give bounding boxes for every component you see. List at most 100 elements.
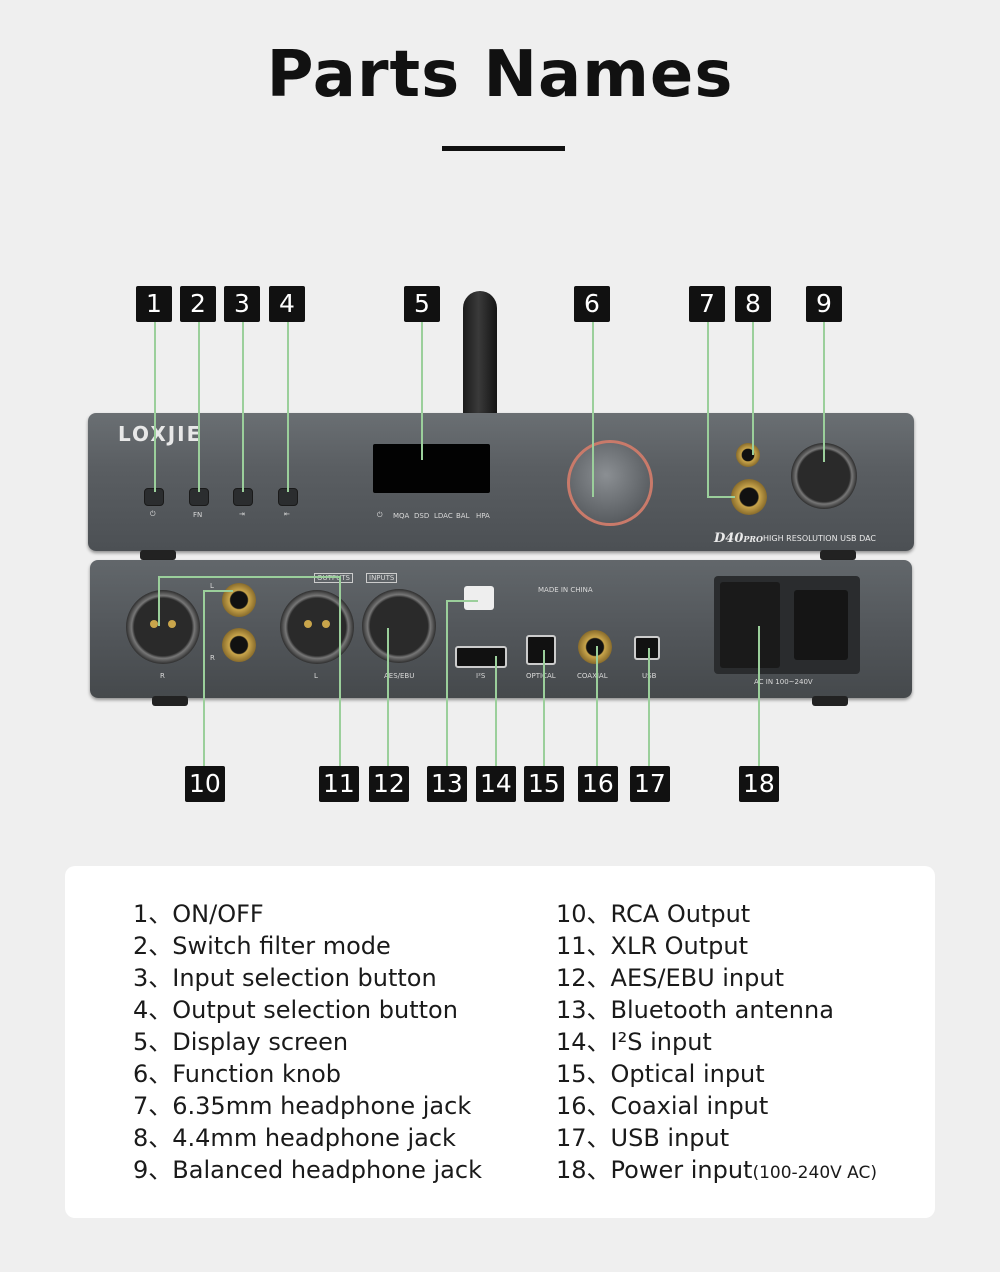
xlr-l-label: L [314, 672, 318, 680]
usb-port [634, 636, 660, 660]
legend-item: 13、Bluetooth antenna [556, 996, 834, 1024]
rca-l-label: L [210, 582, 214, 590]
legend-item: 1、ON/OFF [133, 900, 264, 928]
title-underline [442, 146, 565, 151]
indicator-ldac: LDAC [434, 512, 453, 520]
callout-12: 12 [369, 766, 409, 802]
callout-6: 6 [574, 286, 610, 322]
rca-output-right [222, 628, 256, 662]
indicator-mqa: MQA [393, 512, 410, 520]
callout-14: 14 [476, 766, 516, 802]
legend-item: 6、Function knob [133, 1060, 342, 1088]
legend-item: 14、I²S input [556, 1028, 712, 1056]
indicator-hpa: HPA [476, 512, 490, 520]
ac-label: AC IN 100~240V [754, 678, 813, 686]
leader-10-h [203, 590, 233, 592]
callout-17: 17 [630, 766, 670, 802]
callout-4: 4 [269, 286, 305, 322]
callout-18: 18 [739, 766, 779, 802]
legend-item: 17、USB input [556, 1124, 730, 1152]
callout-8: 8 [735, 286, 771, 322]
callout-15: 15 [524, 766, 564, 802]
leader-6 [592, 322, 594, 497]
legend-item: 15、Optical input [556, 1060, 765, 1088]
power-inlet [720, 582, 780, 668]
callout-1: 1 [136, 286, 172, 322]
indicator-bal: BAL [456, 512, 470, 520]
legend-item: 2、Switch filter mode [133, 932, 391, 960]
made-in-label: MADE IN CHINA [538, 586, 593, 594]
xlr-pin [322, 620, 330, 628]
coaxial-port [578, 630, 612, 664]
coaxial-label: COAXIAL [577, 672, 608, 680]
leader-13 [446, 600, 448, 766]
leader-16 [596, 646, 598, 766]
power-switch [794, 590, 848, 660]
legend-item-text: 18、Power input [556, 1156, 753, 1184]
leader-15 [543, 650, 545, 766]
i2s-label: I²S [476, 672, 486, 680]
legend-item-suffix: (100-240V AC) [752, 1163, 877, 1183]
optical-label: OPTICAL [526, 672, 556, 680]
leader-9 [823, 322, 825, 462]
leader-3 [242, 322, 244, 492]
leader-11 [339, 578, 341, 766]
function-knob [567, 440, 653, 526]
dac-front-panel [88, 413, 914, 551]
front-foot-left [140, 550, 176, 560]
callout-10: 10 [185, 766, 225, 802]
xlr-output-right [126, 590, 200, 664]
power-indicator-icon: ⏻ [377, 511, 383, 519]
legend-item: 7、6.35mm headphone jack [133, 1092, 472, 1120]
leader-12 [387, 628, 389, 766]
xlr-r-label: R [160, 672, 165, 680]
legend-left-list: 1、ON/OFF 2、Switch filter mode 3、Input se… [133, 898, 482, 1186]
callout-7: 7 [689, 286, 725, 322]
leader-18 [758, 626, 760, 766]
fn-label: FN [193, 511, 203, 519]
legend-item: 8、4.4mm headphone jack [133, 1124, 456, 1152]
leader-7 [707, 322, 709, 498]
legend-item: 11、XLR Output [556, 932, 749, 960]
leader-2 [198, 322, 200, 492]
antenna-connector [464, 586, 494, 610]
callout-16: 16 [578, 766, 618, 802]
bluetooth-antenna [463, 291, 497, 415]
leader-17 [648, 648, 650, 766]
legend-item: 10、RCA Output [556, 900, 751, 928]
input-icon: ⇥ [239, 510, 245, 518]
xlr-pin [150, 620, 158, 628]
xlr-pin [168, 620, 176, 628]
callout-3: 3 [224, 286, 260, 322]
leader-10 [203, 590, 205, 766]
callout-13: 13 [427, 766, 467, 802]
callout-9: 9 [806, 286, 842, 322]
callout-5: 5 [404, 286, 440, 322]
leader-4 [287, 322, 289, 492]
front-foot-right [820, 550, 856, 560]
aes-label: AES/EBU [384, 672, 415, 680]
leader-11-v [158, 576, 160, 626]
callout-11: 11 [319, 766, 359, 802]
leader-7-h [707, 496, 735, 498]
xlr-pin [304, 620, 312, 628]
rca-output-left [222, 583, 256, 617]
model-name: D40PRO [714, 531, 764, 546]
leader-1 [154, 322, 156, 492]
legend-item: 5、Display screen [133, 1028, 349, 1056]
legend-item: 3、Input selection button [133, 964, 437, 992]
display-screen [373, 444, 490, 493]
page-title: Parts Names [266, 38, 734, 112]
hdmi-i2s-port [455, 646, 507, 668]
leader-13-h [446, 600, 478, 602]
legend-item: 9、Balanced headphone jack [133, 1156, 482, 1184]
legend-right-list: 10、RCA Output 11、XLR Output 12、AES/EBU i… [556, 898, 877, 1189]
xlr-output-left [280, 590, 354, 664]
output-icon: ⇤ [284, 510, 290, 518]
optical-port [526, 635, 556, 665]
outputs-label: OUTPUTS [314, 573, 353, 583]
brand-logo: LOXJIE [118, 422, 203, 446]
callout-2: 2 [180, 286, 216, 322]
rca-r-label: R [210, 654, 215, 662]
legend-item: 18、Power input(100-240V AC) [556, 1154, 877, 1189]
